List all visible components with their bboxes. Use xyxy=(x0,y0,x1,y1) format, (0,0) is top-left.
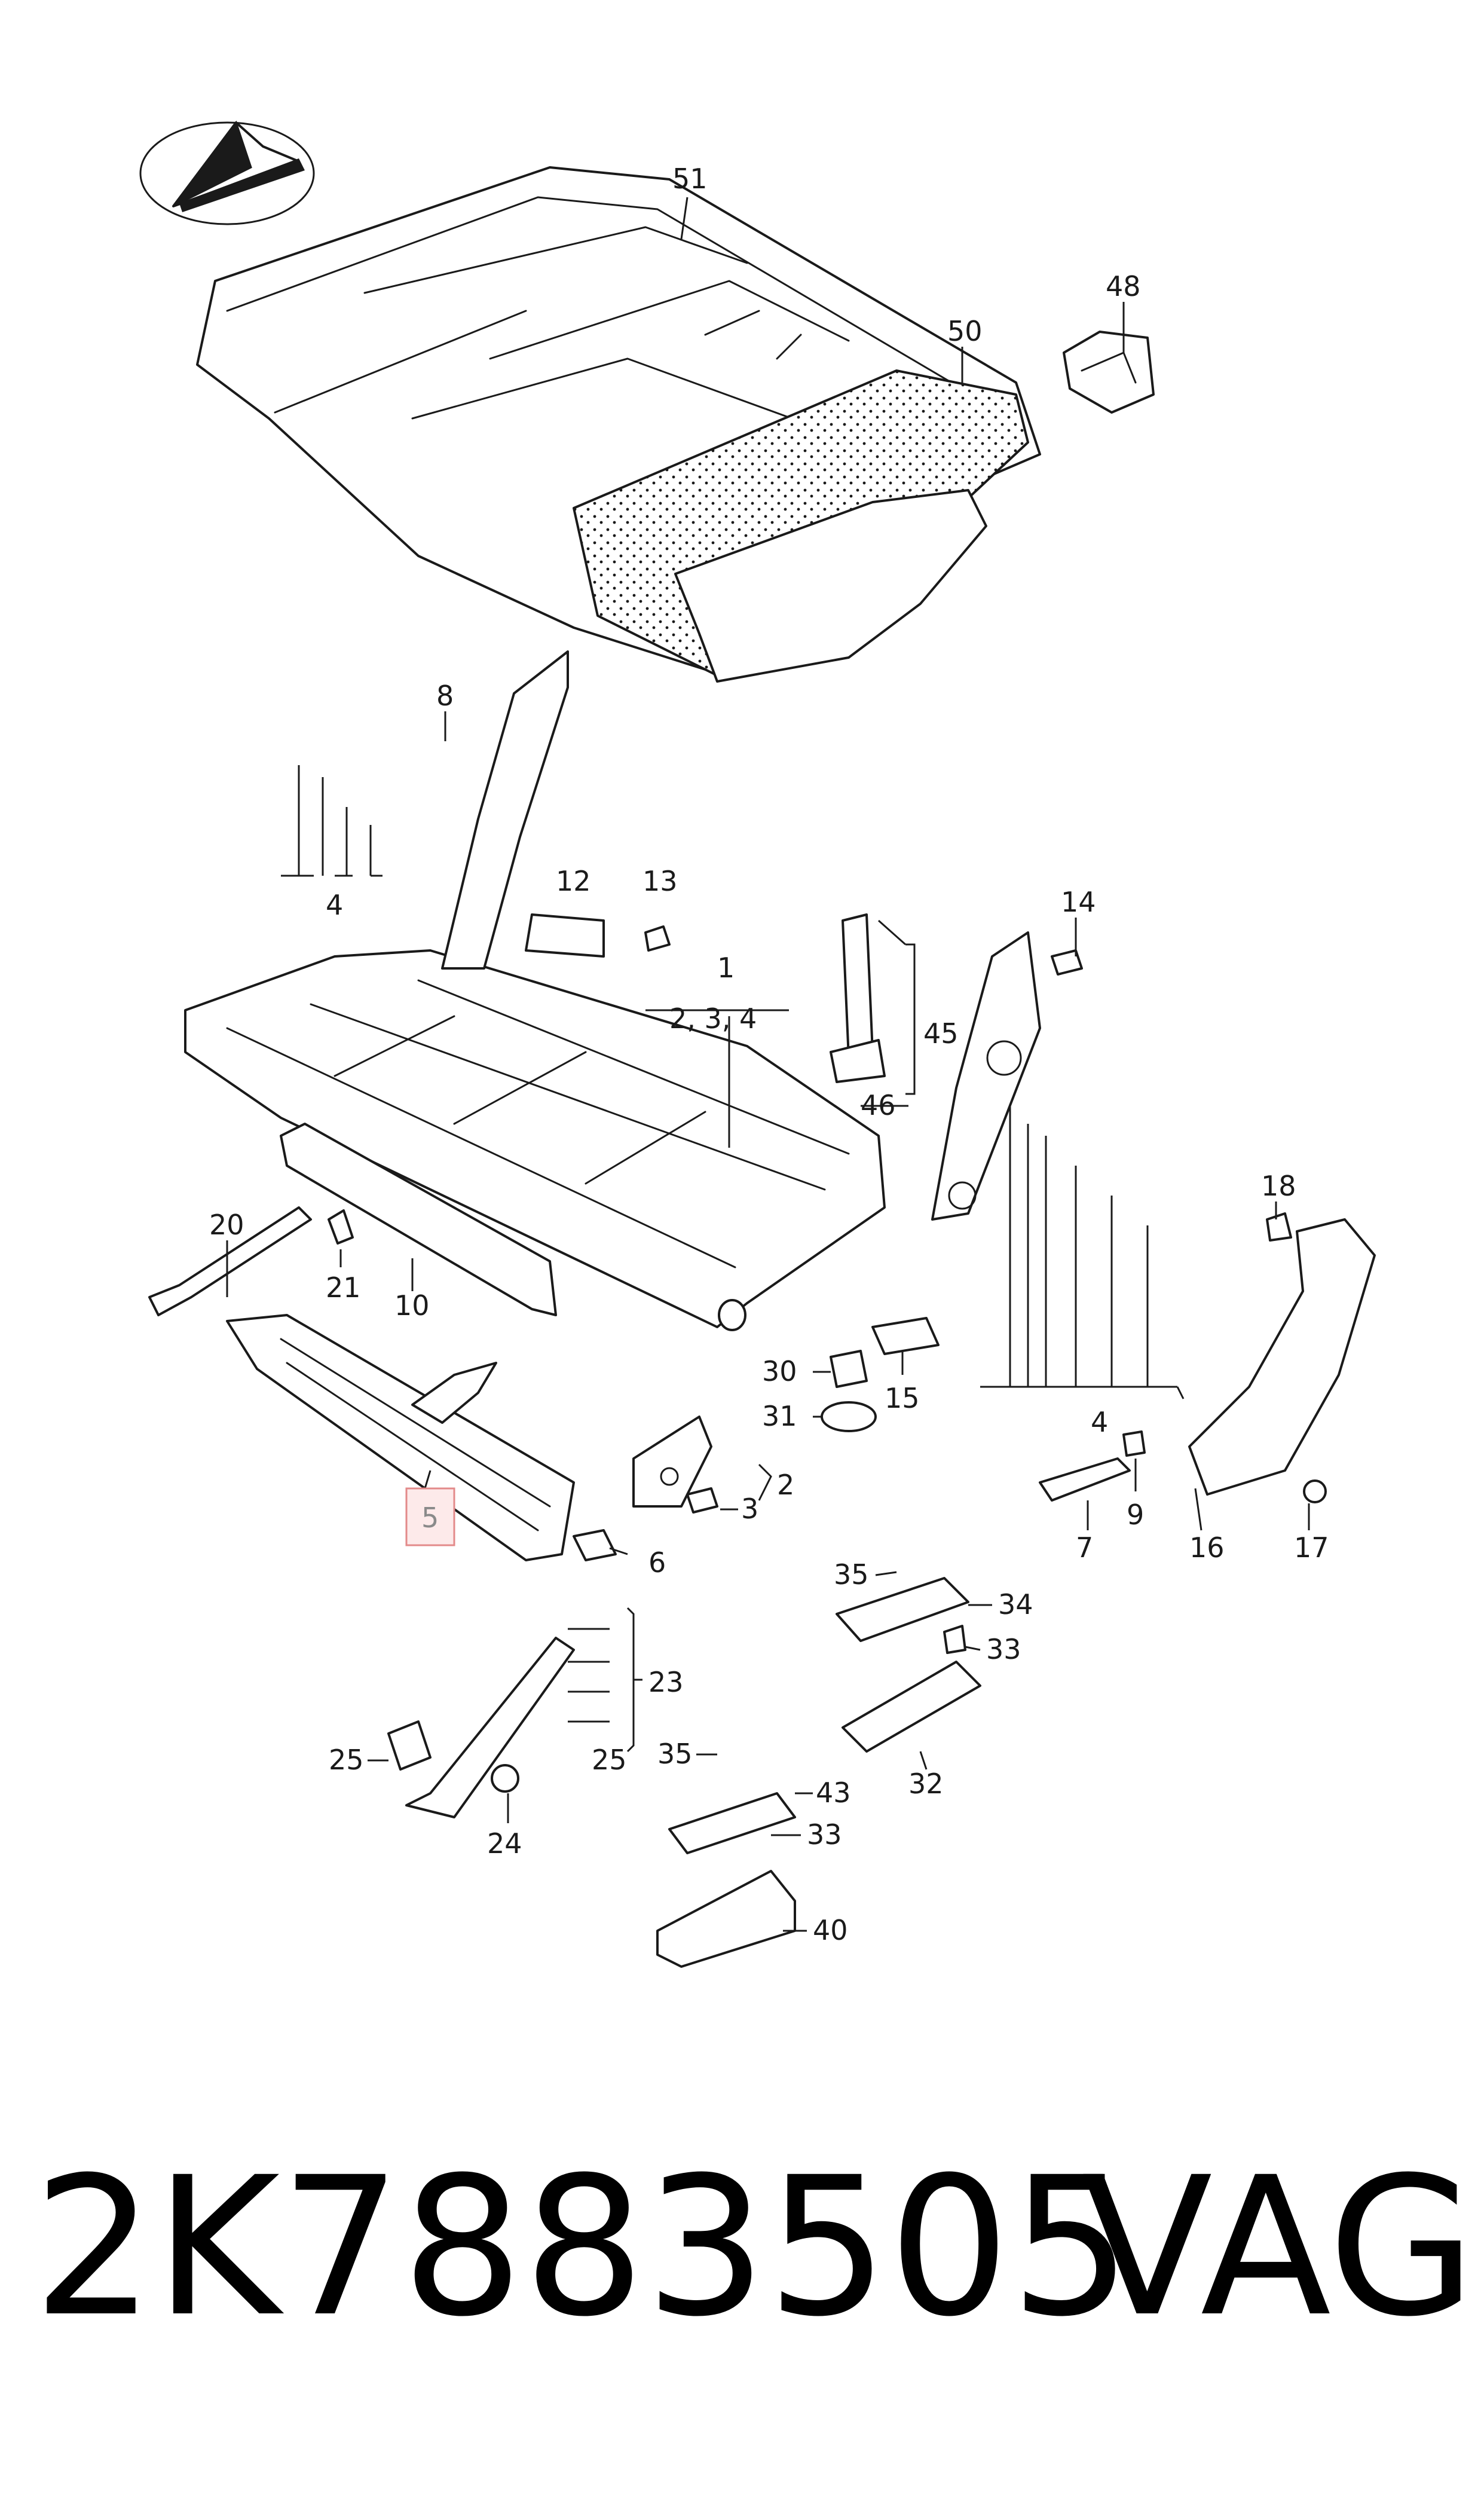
seat-frame-1 xyxy=(184,650,1041,1331)
callout-31: 31 xyxy=(762,1400,797,1432)
bolt-6 xyxy=(573,1529,617,1561)
retainer-24 xyxy=(491,1764,519,1793)
cover-7 xyxy=(1039,1457,1131,1502)
handle-12 xyxy=(525,913,605,958)
callout-50: 50 xyxy=(947,315,983,347)
callout-48: 48 xyxy=(1106,270,1141,302)
callout-32: 32 xyxy=(908,1768,944,1800)
callout-12: 12 xyxy=(556,865,591,897)
callout-14: 14 xyxy=(1061,886,1096,918)
callout-17: 17 xyxy=(1294,1531,1329,1564)
callout-20: 20 xyxy=(209,1209,244,1241)
callout-4b: 4 xyxy=(1091,1406,1108,1438)
callout-10: 10 xyxy=(394,1289,430,1322)
label-15 xyxy=(871,1317,940,1355)
rail-32 xyxy=(842,1661,981,1753)
callout-46: 46 xyxy=(861,1089,896,1121)
seat-clip-48 xyxy=(1063,331,1155,414)
highlight-box-5 xyxy=(405,1487,455,1546)
callout-33b: 33 xyxy=(807,1818,842,1851)
clip-25 xyxy=(387,1720,432,1771)
strap-45 xyxy=(830,913,886,1083)
cap-31 xyxy=(821,1401,877,1432)
gas-spring-20 xyxy=(148,1206,312,1316)
bracket-2 xyxy=(632,1416,712,1508)
callout-33a: 33 xyxy=(986,1633,1021,1665)
seat-cover-50 xyxy=(573,369,1029,683)
gas-spring-23 xyxy=(405,1637,575,1818)
callout-9: 9 xyxy=(1127,1499,1144,1531)
side-cover-16 xyxy=(1188,1218,1376,1496)
pin-17 xyxy=(1303,1479,1327,1503)
callout-34: 34 xyxy=(998,1588,1033,1621)
tube-assembly-5 xyxy=(226,1314,575,1561)
callout-25b: 25 xyxy=(592,1744,627,1776)
callout-3: 3 xyxy=(741,1493,758,1525)
latch-40 xyxy=(656,1870,796,1968)
screw-13 xyxy=(644,925,671,952)
callout-35b: 35 xyxy=(657,1738,693,1770)
callout-21: 21 xyxy=(326,1271,361,1304)
part-number-label: 2K7883505 xyxy=(33,2136,1132,2359)
callout-18: 18 xyxy=(1261,1170,1296,1202)
clip-18 xyxy=(1266,1212,1292,1242)
callout-2: 2 xyxy=(777,1469,794,1501)
callout-40: 40 xyxy=(813,1914,848,1946)
callout-51: 51 xyxy=(672,163,708,195)
cap-30 xyxy=(830,1350,868,1388)
callout-45: 45 xyxy=(923,1017,959,1050)
callout-2-3-4: 2, 3, 4 xyxy=(669,1002,757,1035)
callout-24: 24 xyxy=(487,1827,522,1860)
callout-23: 23 xyxy=(648,1666,684,1698)
screw-3 xyxy=(686,1487,718,1514)
bolt-33 xyxy=(943,1625,966,1654)
callout-4a: 4 xyxy=(326,889,343,921)
cover-43 xyxy=(668,1792,796,1854)
callout-43: 43 xyxy=(816,1777,851,1809)
callout-labels: 51 48 50 8 4 12 13 1 2, 3, 4 14 45 46 18… xyxy=(209,163,1329,1946)
clip-9 xyxy=(1122,1430,1146,1457)
leader-lines xyxy=(226,197,1310,1932)
orientation-compass-icon xyxy=(139,120,315,225)
callout-30: 30 xyxy=(762,1355,797,1387)
callout-8: 8 xyxy=(436,680,454,712)
cover-34 xyxy=(836,1577,969,1642)
callout-16: 16 xyxy=(1189,1531,1225,1564)
callout-25a: 25 xyxy=(329,1744,364,1776)
callout-6: 6 xyxy=(648,1546,666,1579)
callout-35a: 35 xyxy=(834,1558,869,1591)
callout-15: 15 xyxy=(885,1382,920,1414)
callout-5: 5 xyxy=(421,1502,439,1534)
callout-1: 1 xyxy=(717,952,735,984)
callout-7: 7 xyxy=(1076,1531,1093,1564)
brand-label: VAG xyxy=(1082,2136,1476,2359)
callout-13: 13 xyxy=(642,865,678,897)
trim-bar-10 xyxy=(280,1123,557,1316)
bolt-21 xyxy=(328,1209,354,1245)
screw-14 xyxy=(1051,949,1083,976)
